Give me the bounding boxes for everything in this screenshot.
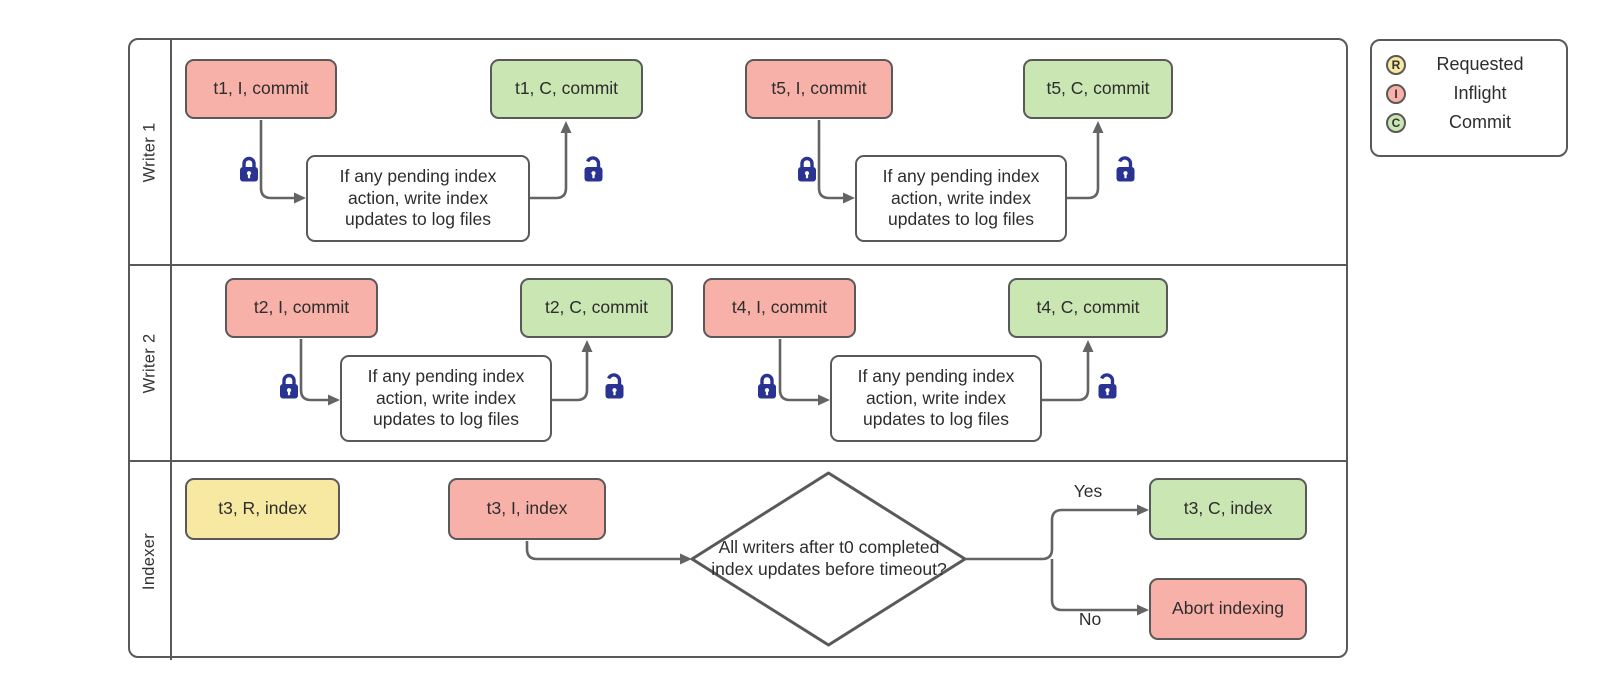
open-lock-icon [599,371,625,406]
node-process-writer2-a: If any pending index action, write index… [340,355,552,442]
legend-label: Commit [1449,112,1511,132]
node-t3-inflight: t3, I, index [448,478,606,540]
node-process-writer1-a: If any pending index action, write index… [306,155,530,242]
legend-label: Inflight [1453,83,1507,103]
lane-header-writer-2: Writer 2 [130,266,172,460]
edge-label-yes: Yes [1073,481,1103,501]
lane-label: Writer 2 [140,333,159,393]
closed-lock-icon [755,371,779,406]
legend-item-inflight: I Inflight [1386,83,1554,104]
node-abort-indexing: Abort indexing [1149,578,1307,640]
legend: R Requested I Inflight C Commit [1370,39,1568,157]
lane-header-indexer: Indexer [130,462,172,660]
lane-header-writer-1: Writer 1 [130,40,172,264]
node-t5-commit: t5, C, commit [1023,59,1173,119]
node-t3-requested: t3, R, index [185,478,340,540]
open-lock-icon [578,154,604,189]
inflight-marker-icon: I [1386,83,1406,104]
closed-lock-icon [237,154,261,189]
lane-writer-2: Writer 2 [130,264,1346,460]
commit-marker-icon: C [1386,112,1406,133]
legend-label: Requested [1436,54,1524,74]
node-t4-commit: t4, C, commit [1008,278,1168,338]
node-t2-commit: t2, C, commit [520,278,673,338]
requested-marker-icon: R [1386,54,1406,75]
node-t4-inflight: t4, I, commit [703,278,856,338]
edge-label-no: No [1078,609,1102,629]
open-lock-icon [1110,154,1136,189]
lane-indexer: Indexer [130,460,1346,660]
open-lock-icon [1092,371,1118,406]
legend-item-requested: R Requested [1386,54,1554,75]
node-t5-inflight: t5, I, commit [745,59,893,119]
decision-label: All writers after t0 completed index upd… [711,537,947,579]
node-process-writer2-b: If any pending index action, write index… [830,355,1042,442]
node-t1-inflight: t1, I, commit [185,59,337,119]
lane-writer-1: Writer 1 [130,40,1346,264]
legend-item-commit: C Commit [1386,112,1554,133]
node-t1-commit: t1, C, commit [490,59,643,119]
lane-label: Writer 1 [140,122,159,182]
lane-label: Indexer [140,532,159,590]
node-process-writer1-b: If any pending index action, write index… [855,155,1067,242]
closed-lock-icon [277,371,301,406]
node-t2-inflight: t2, I, commit [225,278,378,338]
node-t3-commit: t3, C, index [1149,478,1307,540]
closed-lock-icon [795,154,819,189]
